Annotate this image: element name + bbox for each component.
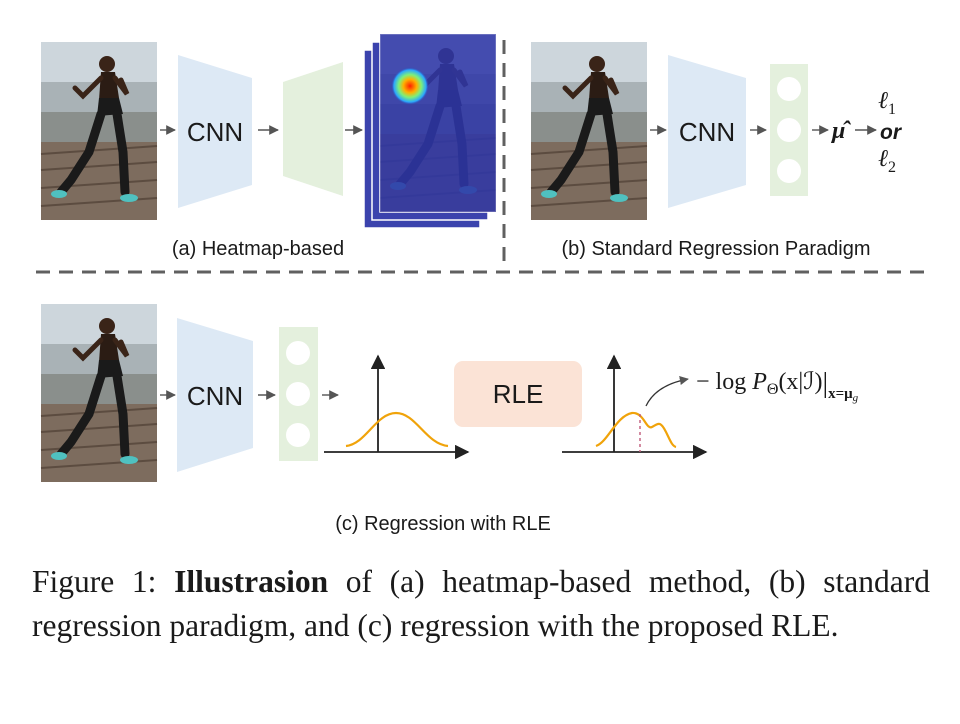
runner-photo-c [41,304,157,482]
gaussian-plot [324,354,470,460]
rle-block [454,361,582,427]
panel-b: CNN μ̂ ℓ1 or ℓ2 (b) Standard Regression … [531,42,903,260]
cnn-block-c [177,318,253,472]
cnn-label-c: CNN [187,381,243,411]
panel-a: CNN (a) Heatmap-based [41,34,496,260]
caption-b: (b) Standard Regression Paradigm [561,238,870,260]
gaussian-curve [345,411,449,448]
loss-l1: ℓ1 [878,88,896,118]
panel-c: CNN RLE − log PΘ(x|ℐ)|x=μg (c) Regressio… [41,304,859,535]
cnn-label-a: CNN [187,117,243,147]
heatmap-stack [363,34,496,229]
caption-bold: Illustrasion [174,564,329,599]
caption-prefix: Figure 1: [32,564,175,599]
heatmap-hotspot [391,67,429,105]
neg-log-likelihood-formula: − log PΘ(x|ℐ)|x=μg [696,368,859,404]
loss-l2: ℓ2 [878,146,896,176]
caption-c: (c) Regression with RLE [335,513,551,535]
learned-distribution-plot [562,354,708,460]
formula-pointer-arrow [645,376,689,407]
fc-layer-c [279,327,318,461]
caption-a: (a) Heatmap-based [172,238,344,260]
or-text: or [880,121,903,144]
cnn-block-a [178,55,252,208]
runner-photo-a [41,42,157,220]
decoder-block [283,62,343,196]
fc-layer-b [770,64,808,196]
rle-label: RLE [493,379,544,409]
cnn-label-b: CNN [679,117,735,147]
cnn-block-b [668,55,746,208]
learned-curve [595,411,677,449]
rle-figure: CNN (a) Heatmap-based CNN μ̂ [36,0,925,535]
figure-caption: Figure 1: Illustrasion of (a) heatmap-ba… [32,560,930,648]
runner-photo-b [531,42,647,220]
caption-rest: of (a) heatmap-based method, (b) standar… [32,564,930,643]
mu-hat-symbol: μ̂ [830,118,851,144]
